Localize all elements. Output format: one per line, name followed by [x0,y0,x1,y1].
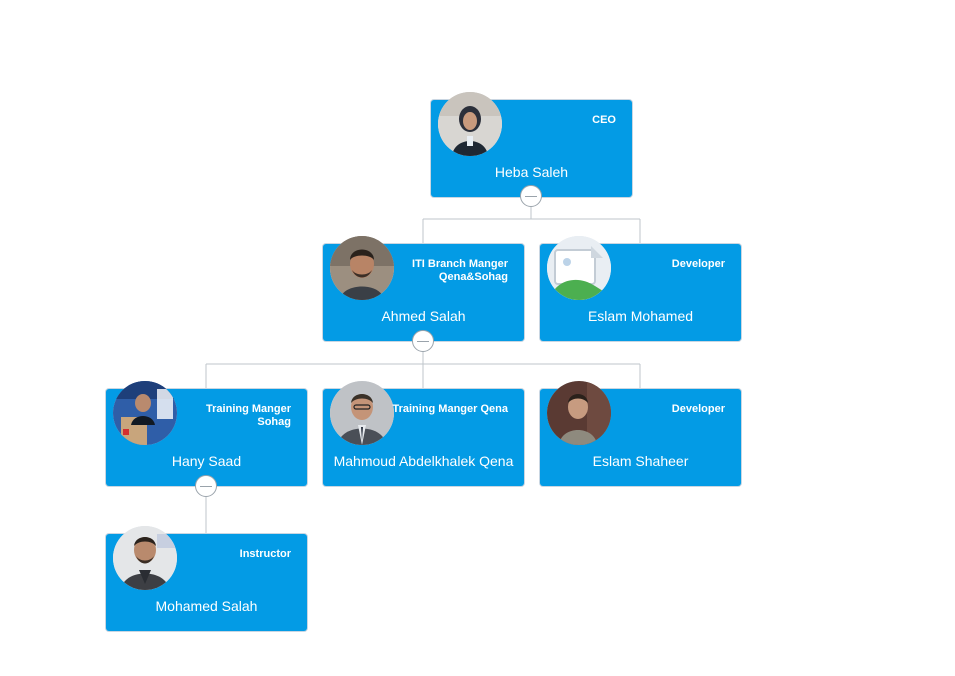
broken-image-icon [547,236,611,300]
collapse-toggle-ahmed[interactable] [412,330,434,352]
node-ahmed-salah[interactable]: ITI Branch Manger Qena&Sohag Ahmed Salah [323,236,524,341]
job-title: CEO [592,114,616,126]
job-title: Instructor [239,548,291,560]
person-photo-icon [113,526,177,590]
collapse-toggle-heba[interactable] [520,185,542,207]
connector-ahmed-children [205,352,641,389]
node-eslam-shaheer[interactable]: Developer Eslam Shaheer [540,381,741,486]
node-mahmoud-abdelkhalek[interactable]: Training Manger Qena Mahmoud Abdelkhalek… [323,381,524,486]
avatar [330,381,394,445]
person-name: Eslam Shaheer [592,453,689,469]
person-photo-icon [547,381,611,445]
person-name: Mohamed Salah [155,598,258,614]
person-photo-icon [330,236,394,300]
connector-heba-children [422,207,641,244]
node-mohamed-salah[interactable]: Instructor Mohamed Salah [106,526,307,631]
node-heba-saleh[interactable]: CEO Heba Saleh [431,92,632,197]
person-photo-icon [113,381,177,445]
person-photo-icon [330,381,394,445]
avatar [547,381,611,445]
node-eslam-mohamed[interactable]: Developer Eslam Mohamed [540,236,741,341]
person-name: Heba Saleh [494,164,569,180]
person-name: Eslam Mohamed [587,308,694,324]
avatar [113,526,177,590]
minus-icon [417,341,429,342]
person-name: Ahmed Salah [381,308,466,324]
node-hany-saad[interactable]: Training Manger Sohag Hany Saad [106,381,307,486]
minus-icon [200,486,212,487]
job-title: Training Manger Sohag [206,403,291,428]
collapse-toggle-hany[interactable] [195,475,217,497]
avatar [438,92,502,156]
person-photo-icon [438,92,502,156]
job-title: Training Manger Qena [392,403,508,415]
job-title: ITI Branch Manger Qena&Sohag [412,258,508,283]
job-title: Developer [671,403,725,415]
avatar [113,381,177,445]
person-name: Mahmoud Abdelkhalek Qena [333,453,514,469]
avatar [547,236,611,300]
person-name: Hany Saad [171,453,242,469]
minus-icon [525,196,537,197]
job-title: Developer [671,258,725,270]
avatar [330,236,394,300]
